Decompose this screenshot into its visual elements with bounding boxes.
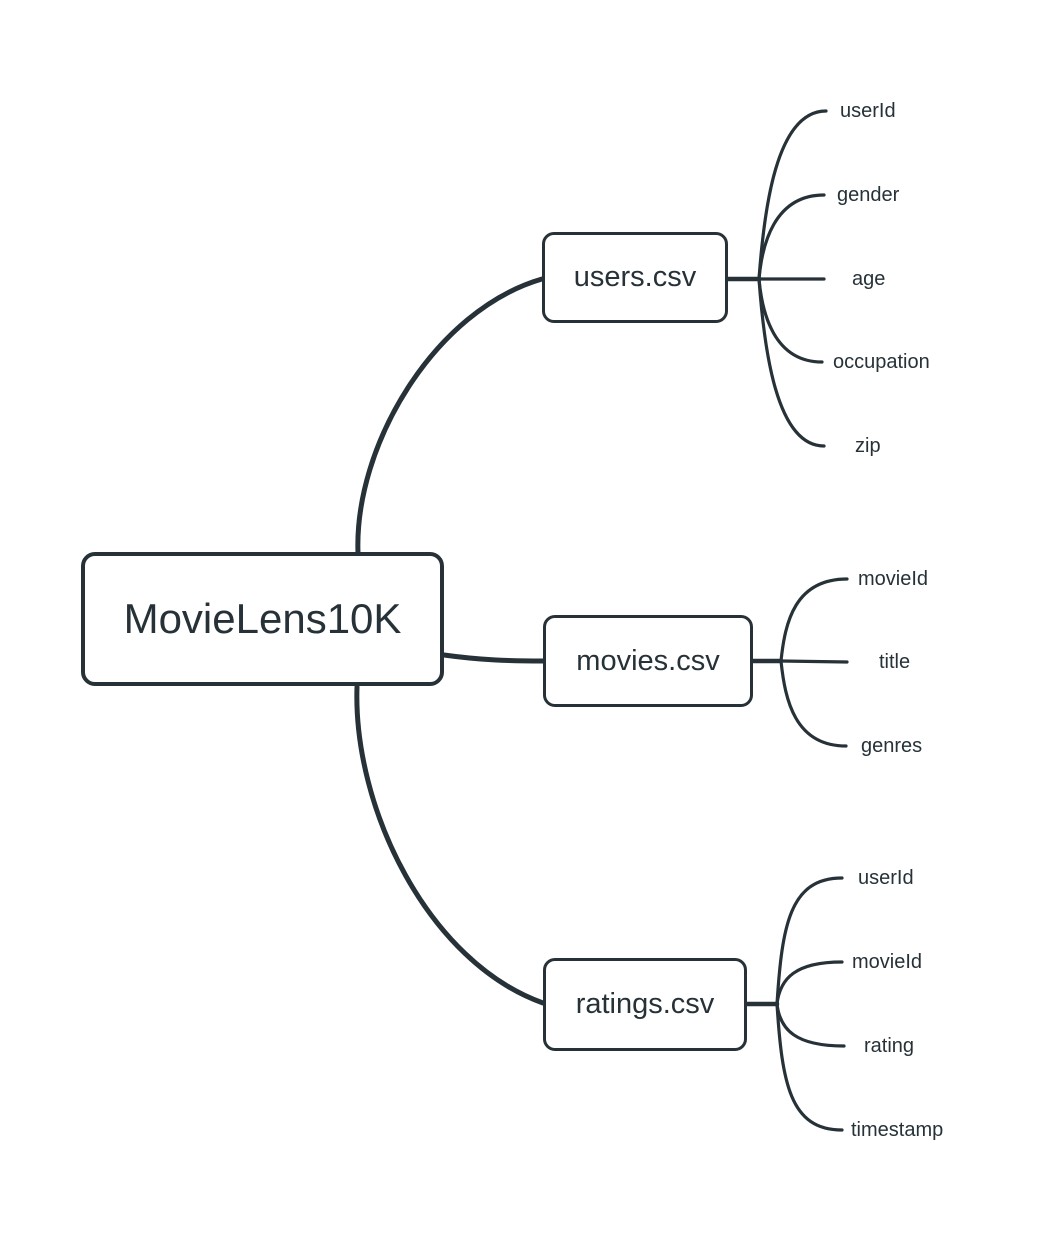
leaf-ratings-timestamp: timestamp xyxy=(851,1119,944,1141)
edge-ratings-rating xyxy=(775,1002,846,1048)
leaf-ratings-userid: userId xyxy=(858,867,914,889)
edge-ratings-movieid xyxy=(775,960,844,1006)
node-users-csv: users.csv xyxy=(542,232,728,323)
edge-users-zip xyxy=(757,277,826,448)
leaf-movies-genres: genres xyxy=(861,735,923,757)
leaf-users-zip: zip xyxy=(855,435,881,457)
leaf-ratings-rating: rating xyxy=(864,1035,915,1057)
leaf-users-occupation: occupation xyxy=(833,351,930,373)
leaf-movies-movieid: movieId xyxy=(858,568,929,590)
node-movielens10k: MovieLens10K xyxy=(81,552,444,686)
edge-root-movies xyxy=(441,652,546,664)
edge-movies-title xyxy=(779,659,849,664)
edge-ratings-userid xyxy=(775,876,844,1006)
edge-users-userid xyxy=(757,109,828,281)
edge-root-users xyxy=(355,276,545,556)
edge-movies-movieid xyxy=(779,577,849,663)
leaf-users-userid: userId xyxy=(840,100,896,122)
edge-users-gender xyxy=(757,193,826,281)
edge-root-ratings xyxy=(354,684,546,1006)
leaf-users-age: age xyxy=(852,268,886,290)
node-movies-csv: movies.csv xyxy=(543,615,753,707)
node-ratings-csv: ratings.csv xyxy=(543,958,747,1051)
leaf-movies-title: title xyxy=(879,651,911,673)
edge-ratings-timestamp xyxy=(775,1002,844,1132)
edge-movies-genres xyxy=(779,659,848,748)
leaf-users-gender: gender xyxy=(837,184,900,206)
leaf-ratings-movieid: movieId xyxy=(852,951,923,973)
